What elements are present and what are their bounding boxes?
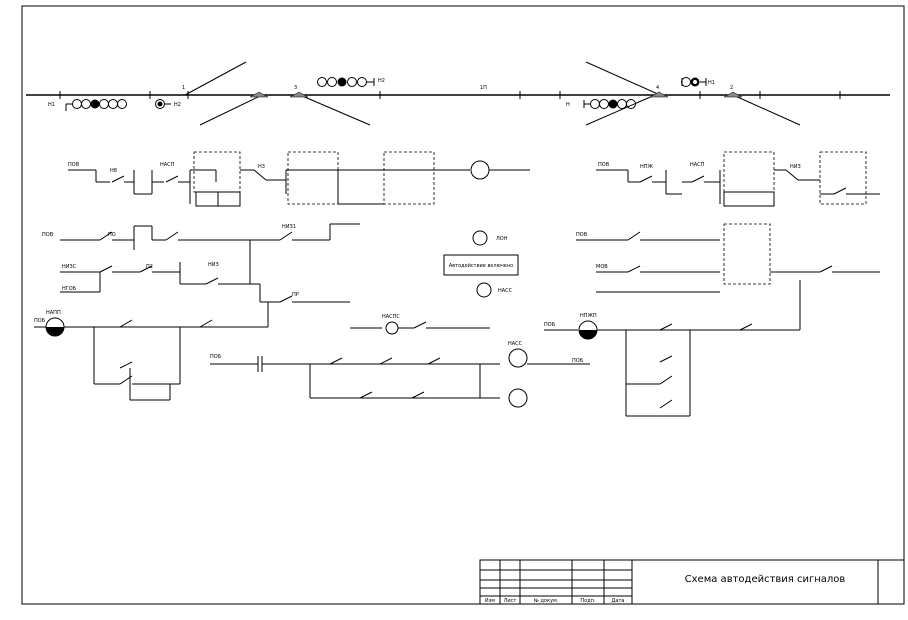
label-nasp: НАСП <box>160 162 175 168</box>
label-mov: МОВ <box>596 264 608 270</box>
relay-napp-top <box>470 160 490 180</box>
signal-n1-top-right <box>681 77 707 87</box>
label-lon: ЛОН <box>496 236 508 242</box>
stamp-col-doc: № докум. <box>534 598 559 604</box>
title-block: Изм Лист № докум. Подп. Дата Схема автод… <box>479 559 905 605</box>
track-label-1p: 1П <box>480 85 487 91</box>
switch-branch-6 <box>585 94 656 126</box>
stamp-col-izm: Изм <box>485 598 495 604</box>
label-nass: НАСС <box>498 288 513 294</box>
signal-n-right <box>583 99 636 109</box>
label-pob-center: ПОБ <box>572 358 584 364</box>
automation-on-text: Автодействие включено <box>449 262 513 269</box>
insulating-joints <box>59 91 841 99</box>
indicator-nass <box>476 282 492 298</box>
label-pob-left: ПОБ <box>34 318 46 324</box>
switch-branch-1 <box>184 61 247 96</box>
upper-right-circuit: ПОВ НПЖ НАСП НИЗ ПОВ МОВ <box>576 151 880 293</box>
lower-left-circuit: ПОБ НАПП ПОБ <box>34 302 269 401</box>
label-npzh: НПЖ <box>640 164 654 170</box>
switch-branch-2 <box>199 94 263 126</box>
label-napp: НАПП <box>46 310 61 316</box>
label-niz1: НИЗ1 <box>282 224 296 230</box>
label-po: ПО <box>108 232 116 238</box>
indicator-lon <box>472 230 488 246</box>
signal-label-n2-top: Н2 <box>378 78 385 84</box>
label-pob-right: ПОБ <box>544 322 556 328</box>
drawing-title: Схема автодействия сигналов <box>685 574 846 585</box>
second-left-circuit: ПОВ ПО П2 НИЗ НИЗ1 ПР НИЗС НГОБ <box>42 223 360 303</box>
stamp-col-list: Лист <box>504 598 517 604</box>
label-nasp-right: НАСП <box>690 162 705 168</box>
label-pov-right-2: ПОВ <box>576 232 588 238</box>
signal-n1 <box>65 99 127 111</box>
label-n8: Н8 <box>110 168 117 174</box>
label-nizs: НИЗС <box>62 264 77 270</box>
automation-on-box <box>443 254 519 276</box>
label-p2: П2 <box>146 264 153 270</box>
label-pob-mid: ПОБ <box>210 354 222 360</box>
switch-markers <box>249 91 743 98</box>
label-niz-right: НИЗ <box>790 164 801 170</box>
signal-label-n1: Н1 <box>48 102 55 108</box>
track-label-3: 3 <box>294 85 297 91</box>
stamp-col-date: Дата <box>612 598 625 604</box>
label-niz: НИЗ <box>208 262 219 268</box>
signal-label-n2: Н2 <box>174 102 181 108</box>
label-pov-2: ПОВ <box>42 232 54 238</box>
relay-center-top <box>508 348 528 368</box>
switch-branch-5 <box>732 94 801 126</box>
signal-label-n: Н <box>566 102 570 108</box>
label-pov-1: ПОВ <box>68 162 80 168</box>
track-plan: 1 3 1П 4 2 Н1 Н Н2 Н2 Н1 <box>26 61 890 126</box>
stamp-col-sign: Подп. <box>580 598 596 604</box>
track-label-2: 2 <box>730 85 733 91</box>
switch-branch-3 <box>299 94 371 126</box>
label-pr: ПР <box>292 292 299 298</box>
label-ngob: НГОБ <box>62 286 77 292</box>
label-pov-right: ПОВ <box>598 162 610 168</box>
signal-n2-left <box>155 99 171 109</box>
indicator-naspc <box>385 321 399 335</box>
center-lower-circuit <box>210 321 590 408</box>
label-npzhp: НПЖП <box>580 313 597 319</box>
track-label-1: 1 <box>182 85 185 91</box>
label-naspc: НАСПС <box>382 314 400 320</box>
relay-center-bottom <box>508 388 528 408</box>
signal-label-n1-top: Н1 <box>708 80 715 86</box>
label-nass-relay: НАСС <box>508 341 523 347</box>
switch-branch-4 <box>585 61 661 96</box>
signal-n2-top <box>317 77 375 87</box>
track-label-4: 4 <box>656 85 659 91</box>
drawing-frame <box>21 5 905 605</box>
center-indicators: Автодействие включено ЛОН НАСПС НАСС <box>382 230 519 320</box>
right-lower-circuit: ПОБ НПЖП ПОБ НАСС <box>508 280 801 417</box>
label-n3: Н3 <box>258 164 265 170</box>
upper-left-circuit: ПОВ Н8 НАСП Н3 <box>68 151 530 207</box>
